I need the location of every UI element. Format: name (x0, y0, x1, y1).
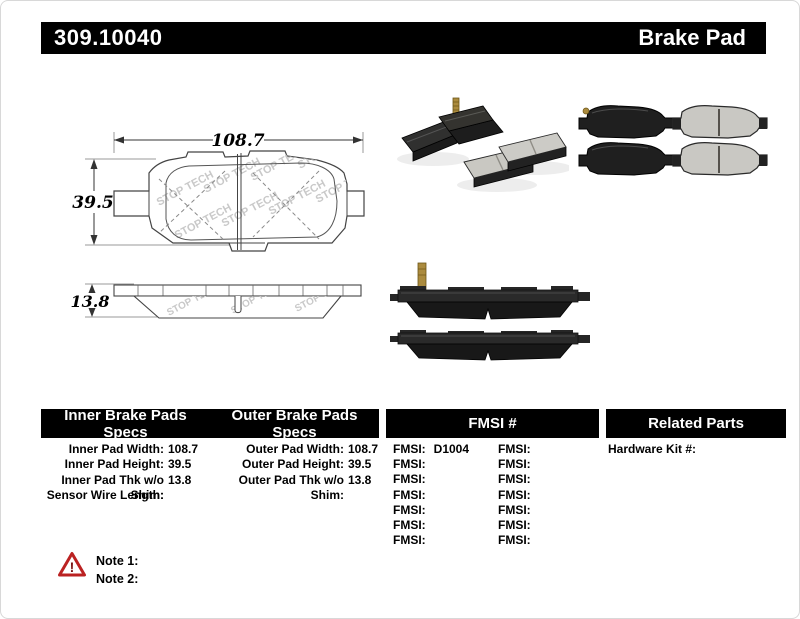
width-dimension: 108.7 (113, 131, 364, 153)
fmsi-header-bar: FMSI # (386, 409, 599, 438)
page-title: Brake Pad (638, 25, 746, 50)
fmsi-row: FMSI: FMSI: (393, 502, 531, 517)
brake-pad-friction-top-right (672, 105, 768, 139)
spec-row: Outer Pad Height:39.5 (241, 457, 372, 472)
product-photo-flat-set (578, 105, 768, 176)
related-part-row: Hardware Kit #: (608, 442, 697, 456)
thickness-dimension-label: 13.8 (71, 292, 110, 311)
fmsi-row: FMSI: FMSI: (393, 517, 531, 532)
title-bar: 309.10040 Brake Pad (41, 22, 766, 54)
brake-pad-photo-with-sensor (438, 97, 504, 145)
note-1-label: Note 1: (96, 554, 139, 568)
spec-row: Inner Pad Width:108.7 (68, 442, 199, 456)
brake-pad-edge-top (390, 286, 590, 320)
fmsi-row: FMSI:D1004 FMSI: (393, 442, 531, 456)
part-number: 309.10040 (54, 25, 163, 50)
sensor-mount-dot (582, 107, 590, 115)
brake-pad-backing-top-left (578, 105, 674, 139)
spec-row: Outer Pad Thk w/o Shim:13.8 (238, 472, 372, 503)
fmsi-row: FMSI: FMSI: (393, 472, 531, 487)
inner-specs-header: Inner Brake Pads Specs (64, 406, 187, 441)
fmsi-header: FMSI # (468, 415, 517, 432)
height-dimension: 39.5 (72, 158, 251, 246)
brake-pad-friction-bottom-right (672, 142, 768, 176)
svg-text:!: ! (70, 559, 75, 575)
product-photo-perspective (397, 97, 569, 192)
notes-block: Note 1: Note 2: (96, 552, 138, 588)
width-dimension-label: 108.7 (211, 131, 264, 151)
outer-specs-header: Outer Brake Pads Specs (231, 406, 358, 441)
fmsi-row: FMSI: FMSI: (393, 457, 531, 472)
fmsi-row: FMSI: FMSI: (393, 487, 531, 502)
outer-specs-column: Outer Pad Width:108.7 Outer Pad Height:3… (206, 442, 379, 503)
note-2-label: Note 2: (96, 572, 139, 586)
spec-row: Outer Pad Width:108.7 (246, 442, 379, 456)
specs-header-bar: Inner Brake Pads Specs Outer Brake Pads … (41, 406, 379, 441)
warning-icon: ! (58, 552, 86, 577)
spec-row: Inner Pad Height:39.5 (64, 457, 192, 472)
pad-outline: STOP TECH STOP TECH STOP TECH STOP TECH … (113, 150, 365, 252)
inner-specs-column: Inner Pad Width:108.7 Inner Pad Height:3… (26, 442, 198, 504)
spec-row: Inner Pad Thk w/o Shim:13.8 (61, 472, 192, 503)
related-parts-header-bar: Related Parts (606, 409, 786, 438)
brake-pad-photo-right (498, 132, 567, 172)
side-view-drawing: 13.8 STOP TECH STOP TECH STOP TECH (71, 283, 362, 319)
height-dimension-label: 39.5 (72, 193, 113, 213)
fmsi-column: FMSI:D1004 FMSI: FMSI: FMSI: FMSI: FMSI:… (393, 442, 603, 548)
product-photo-edge-view (390, 262, 590, 361)
front-view-drawing: 108.7 39.5 STOP TECH STOP TECH STOP TECH… (72, 131, 365, 252)
brake-pad-photo-back-left (401, 120, 458, 162)
fmsi-row: FMSI: FMSI: (393, 533, 531, 548)
brake-pad-edge-bottom (390, 330, 590, 361)
brake-pad-backing-bottom-left (578, 142, 674, 176)
related-parts-column: Hardware Kit #: (608, 442, 702, 457)
spec-row: Sensor Wire Length: (46, 488, 164, 503)
related-parts-header: Related Parts (648, 415, 744, 432)
side-profile: STOP TECH STOP TECH STOP TECH (113, 284, 362, 319)
